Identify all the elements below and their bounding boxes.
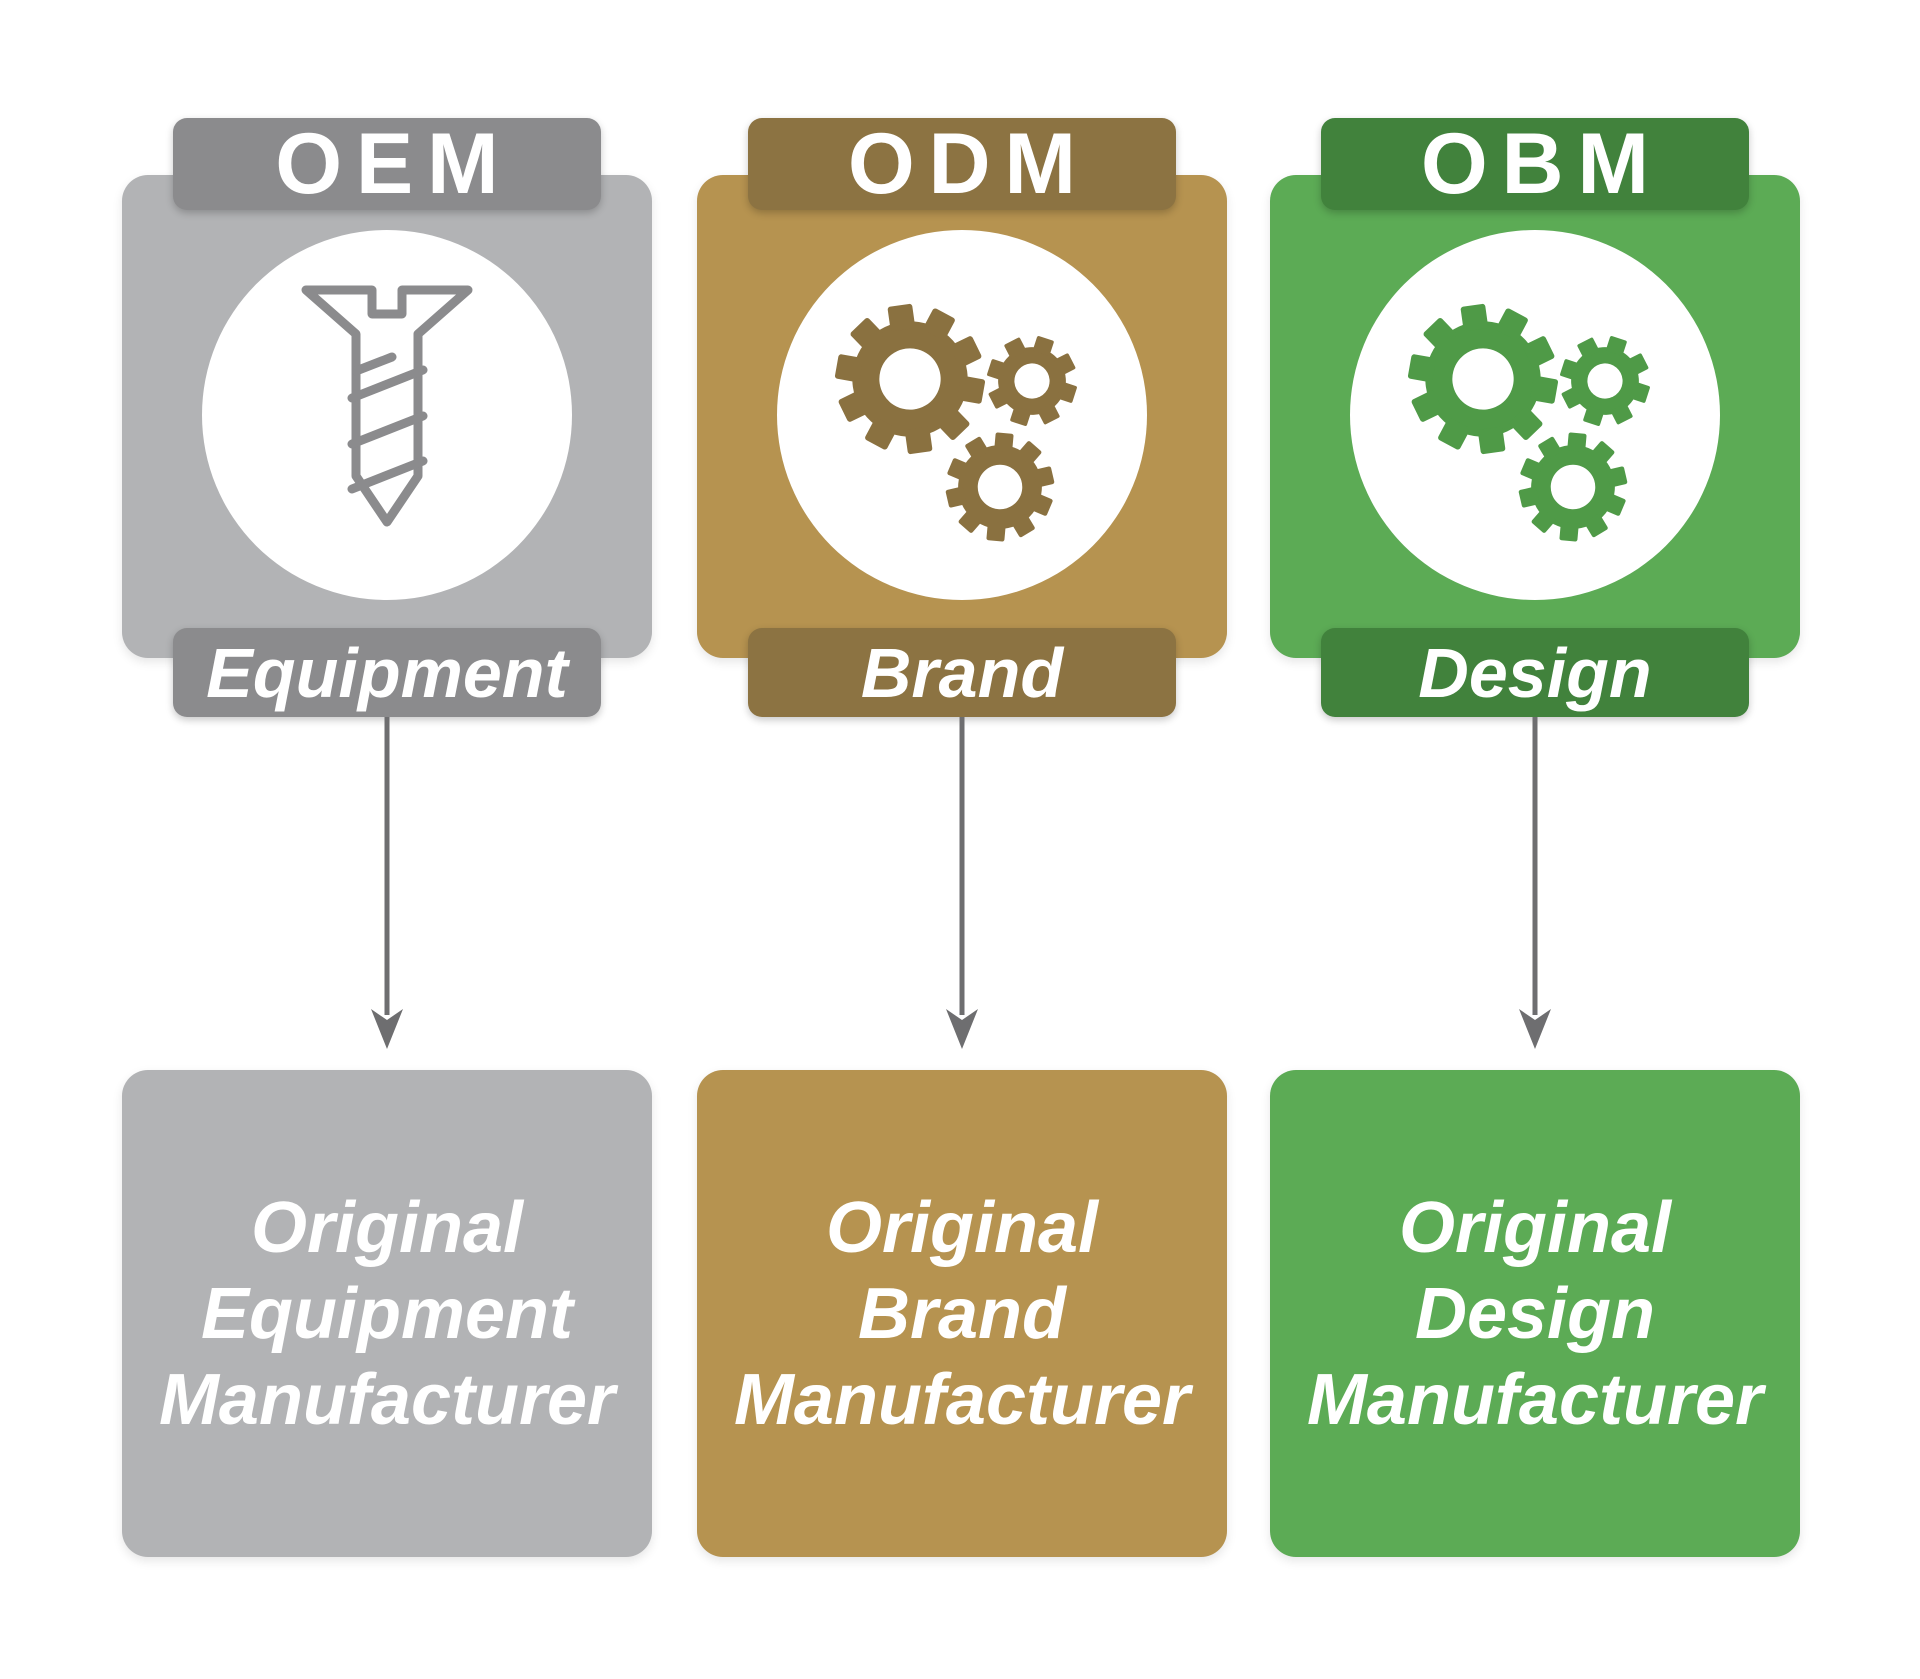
obm-header-tab: OBM — [1321, 118, 1749, 210]
oem-column: OEM Equipment Original Equipment Manufac… — [122, 0, 652, 1679]
oem-full-name-line: Equipment — [201, 1273, 573, 1354]
odm-icon-circle — [777, 230, 1147, 600]
oem-description-box: Original Equipment Manufacturer — [122, 1070, 652, 1557]
odm-keyword-label: Brand — [860, 633, 1064, 712]
oem-keyword-tab: Equipment — [173, 628, 601, 717]
odm-description-box: Original Brand Manufacturer — [697, 1070, 1227, 1557]
oem-icon-circle — [202, 230, 572, 600]
odm-header-tab: ODM — [748, 118, 1176, 210]
obm-description-box: Original Design Manufacturer — [1270, 1070, 1800, 1557]
oem-abbr-label: OEM — [275, 116, 513, 212]
odm-column: ODM Brand Original Brand Manufacturer — [697, 0, 1227, 1679]
odm-full-name-line: Manufacturer — [733, 1359, 1191, 1440]
screw-icon — [301, 285, 473, 527]
gears-icon — [825, 294, 1089, 546]
obm-abbr-label: OBM — [1420, 116, 1663, 212]
odm-keyword-tab: Brand — [748, 628, 1176, 717]
gears-icon — [1398, 294, 1662, 546]
oem-full-name-line: Original — [250, 1187, 524, 1268]
odm-full-name-line: Original — [825, 1187, 1099, 1268]
obm-column: OBM Design Original Design Manufacturer — [1270, 0, 1800, 1679]
obm-keyword-tab: Design — [1321, 628, 1749, 717]
obm-keyword-label: Design — [1418, 633, 1652, 712]
oem-keyword-label: Equipment — [206, 633, 568, 712]
obm-full-name-line: Manufacturer — [1306, 1359, 1764, 1440]
obm-icon-circle — [1350, 230, 1720, 600]
obm-full-name-line: Design — [1414, 1273, 1656, 1354]
odm-full-name-line: Brand — [857, 1273, 1067, 1354]
obm-full-name-line: Original — [1398, 1187, 1672, 1268]
odm-abbr-label: ODM — [847, 116, 1090, 212]
oem-header-tab: OEM — [173, 118, 601, 210]
down-arrow-icon — [371, 717, 403, 1049]
down-arrow-icon — [946, 717, 978, 1049]
oem-full-name-line: Manufacturer — [158, 1359, 616, 1440]
down-arrow-icon — [1519, 717, 1551, 1049]
